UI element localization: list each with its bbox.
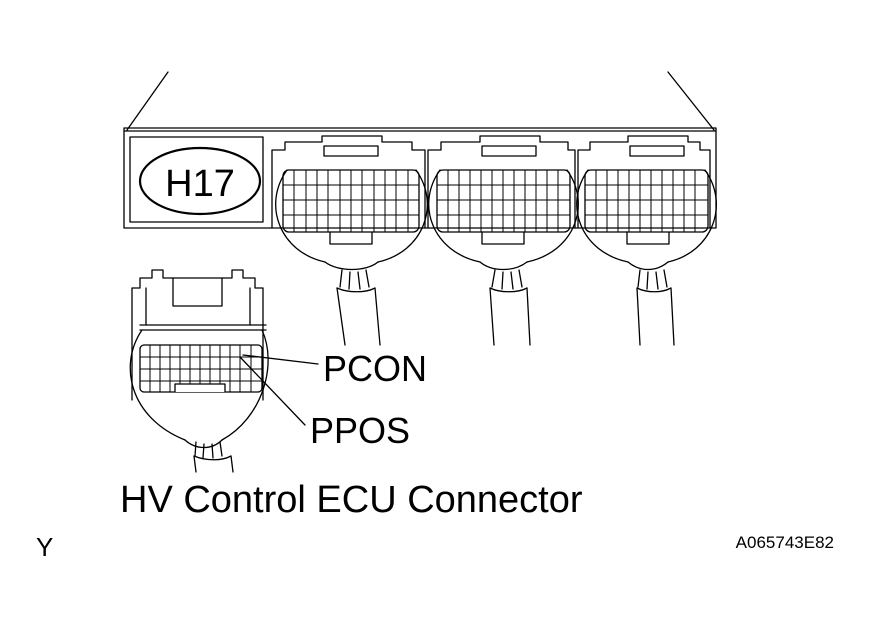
connector-code-panel [129, 136, 264, 223]
diagram-caption: HV Control ECU Connector [120, 479, 583, 521]
connector-code-label: H17 [165, 163, 235, 205]
ecu-housing [123, 71, 717, 229]
ecu-connector-2 [427, 135, 579, 346]
pcon-leader-line [242, 354, 319, 365]
ppos-leader-line [239, 356, 306, 426]
ecu-connector-3 [576, 135, 717, 346]
pcon-label: PCON [323, 348, 427, 389]
harness-connector [129, 269, 269, 473]
figure-id: A065743E82 [736, 533, 834, 552]
ecu-connector-1 [271, 135, 428, 346]
ppos-label: PPOS [310, 410, 410, 451]
corner-mark: Y [36, 532, 53, 562]
